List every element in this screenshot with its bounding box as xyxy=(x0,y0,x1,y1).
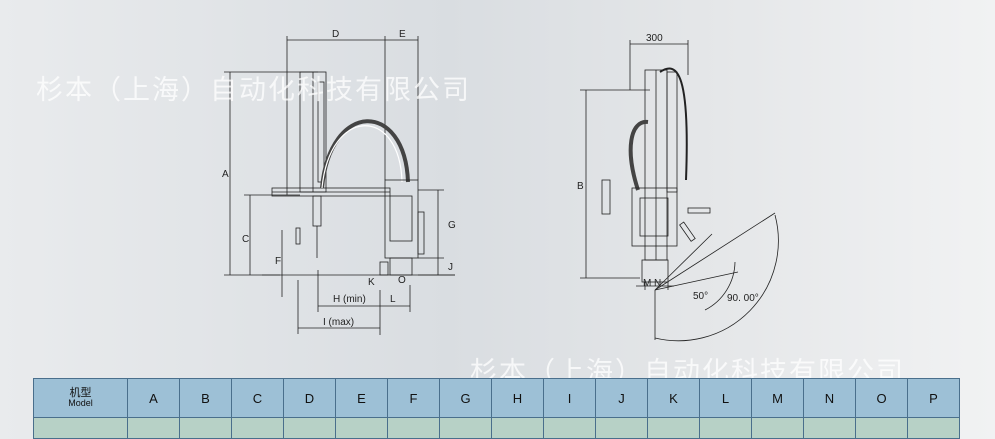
label-d: D xyxy=(332,29,339,40)
main-body-right xyxy=(631,187,678,247)
table-data-row xyxy=(33,417,960,439)
spec-table: 机型 Model A B C D E F G H I J K L M N O P xyxy=(33,378,960,439)
label-i: I (max) xyxy=(323,317,354,328)
model-header-cn: 机型 xyxy=(69,386,92,399)
label-m: M xyxy=(643,278,651,289)
label-o: O xyxy=(398,275,406,286)
cable-right xyxy=(628,119,649,191)
row2-model-cell xyxy=(33,417,128,439)
col-c: C xyxy=(231,378,284,418)
label-angle-50: 50° xyxy=(693,291,708,302)
col-g: G xyxy=(439,378,492,418)
label-k: K xyxy=(368,277,375,288)
col-b: B xyxy=(179,378,232,418)
col-h: H xyxy=(491,378,544,418)
technical-drawing: D E A C F G J K O H (min) L I (max) 300 … xyxy=(222,29,779,342)
drawing-stage: D E A C F G J K O H (min) L I (max) 300 … xyxy=(222,29,779,342)
col-d: D xyxy=(283,378,336,418)
label-h: H (min) xyxy=(333,294,366,305)
col-l: L xyxy=(699,378,752,418)
col-k: K xyxy=(647,378,700,418)
label-c: C xyxy=(242,234,249,245)
col-e: E xyxy=(335,378,388,418)
watermark-top: 杉本（上海）自动化科技有限公司 xyxy=(36,75,471,106)
label-b-right: B xyxy=(577,181,584,192)
col-j: J xyxy=(595,378,648,418)
label-angle-90: 90. 00° xyxy=(727,293,759,304)
model-header-cell: 机型 Model xyxy=(33,378,128,418)
col-a: A xyxy=(127,378,180,418)
col-f: F xyxy=(387,378,440,418)
cable-left xyxy=(320,119,410,189)
label-g: G xyxy=(448,220,456,231)
col-n: N xyxy=(803,378,856,418)
label-a: A xyxy=(222,169,229,180)
col-m: M xyxy=(751,378,804,418)
label-j: J xyxy=(448,262,453,273)
label-300: 300 xyxy=(646,33,663,44)
col-p: P xyxy=(907,378,960,418)
label-n: N xyxy=(654,278,661,289)
col-o: O xyxy=(855,378,908,418)
model-header-en: Model xyxy=(68,398,93,408)
label-e: E xyxy=(399,29,406,40)
label-f: F xyxy=(275,256,281,267)
label-l: L xyxy=(390,294,396,305)
col-i: I xyxy=(543,378,596,418)
table-header-row: 机型 Model A B C D E F G H I J K L M N O P xyxy=(33,378,960,418)
